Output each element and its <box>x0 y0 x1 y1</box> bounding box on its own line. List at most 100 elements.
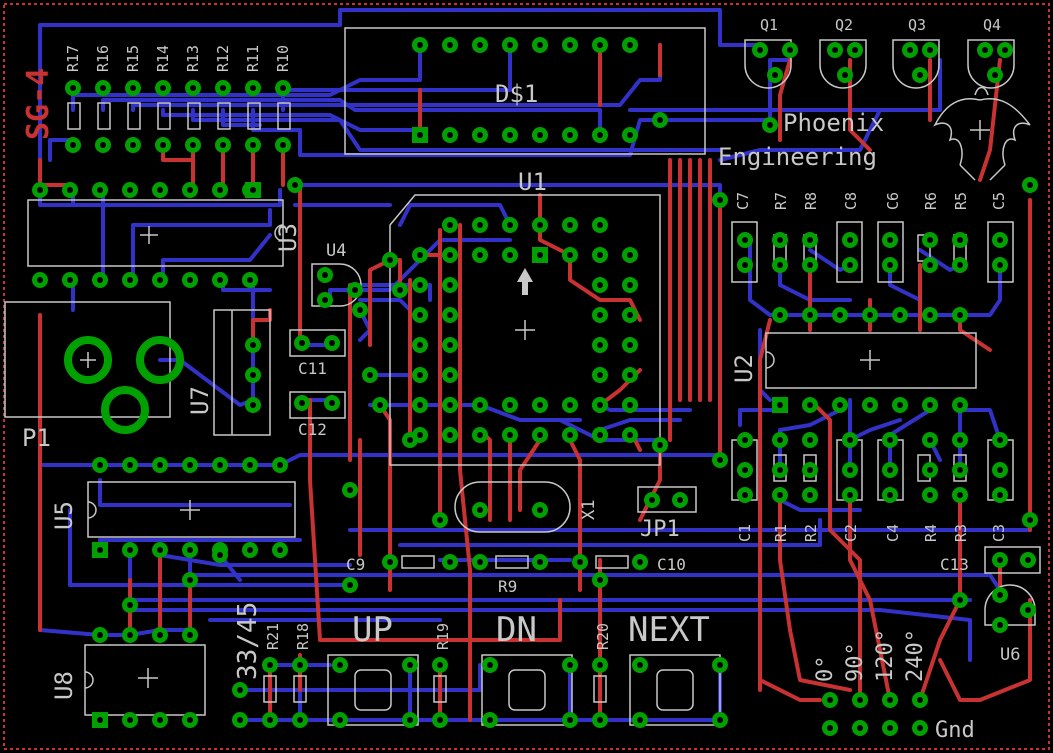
pad-drill <box>867 402 873 408</box>
pad-drill <box>417 312 423 318</box>
pad-drill <box>217 187 223 193</box>
pad-drill <box>627 342 633 348</box>
phoenix-logo-icon <box>933 86 1031 181</box>
label-r2: R2 <box>802 524 820 542</box>
pad-drill <box>847 492 853 498</box>
pad-drill <box>927 47 933 53</box>
pad-drill <box>437 717 443 723</box>
pad-drill <box>917 725 923 731</box>
pad-drill <box>847 437 853 443</box>
pad-drill <box>187 547 193 553</box>
pad-drill <box>160 142 166 148</box>
pad-drill <box>537 252 543 258</box>
pads <box>32 37 1038 736</box>
pad-drill <box>807 312 813 318</box>
pad-drill <box>597 252 603 258</box>
pad-drill <box>157 547 163 553</box>
pad-drill <box>537 402 543 408</box>
label-u3: U3 <box>274 223 302 252</box>
pad-drill <box>447 42 453 48</box>
label-c4: C4 <box>884 524 902 542</box>
pad-drill <box>477 42 483 48</box>
label-c5: C5 <box>990 192 1008 210</box>
label-u8: U8 <box>50 671 78 700</box>
label-r3: R3 <box>952 524 970 542</box>
pad-drill <box>847 467 853 473</box>
pad-drill <box>627 282 633 288</box>
label-c1: C1 <box>736 524 754 542</box>
pad-drill <box>250 402 256 408</box>
pad-drill <box>567 132 573 138</box>
pad-drill <box>927 492 933 498</box>
pad-drill <box>507 252 513 258</box>
pad-drill <box>447 559 453 565</box>
label-r6: R6 <box>922 192 940 210</box>
pad-drill <box>507 42 513 48</box>
pad-drill <box>927 402 933 408</box>
label-r1: R1 <box>772 524 790 542</box>
orientation-arrow-icon <box>517 268 533 295</box>
pad-drill <box>1025 607 1031 613</box>
pad-drill <box>997 557 1003 563</box>
pad-drill <box>250 85 256 91</box>
pad-drill <box>867 312 873 318</box>
company-line2: Engineering <box>718 143 877 171</box>
pad-drill <box>597 662 603 668</box>
pad-drill <box>297 717 303 723</box>
pad-drill <box>537 507 543 513</box>
label-u5: U5 <box>50 501 78 530</box>
pad-drill <box>487 717 493 723</box>
pad-drill <box>997 592 1003 598</box>
pad-drill <box>70 142 76 148</box>
board-outline <box>3 3 1050 750</box>
pad-drill <box>187 577 193 583</box>
pad-drill <box>247 547 253 553</box>
pad-drill <box>299 340 305 346</box>
label-r9: R9 <box>498 577 517 596</box>
label-q4: Q4 <box>983 16 1001 34</box>
pad-drill <box>447 222 453 228</box>
pad-drill <box>957 492 963 498</box>
label-q1: Q1 <box>760 16 778 34</box>
label-p1: P1 <box>22 424 51 452</box>
label-u6: U6 <box>1000 645 1020 665</box>
pad-drill <box>417 282 423 288</box>
pad-drill <box>37 187 43 193</box>
pad-drill <box>842 72 848 78</box>
pad-drill <box>807 262 813 268</box>
pad-drill <box>1027 517 1033 523</box>
pad-drill <box>777 312 783 318</box>
pad-drill <box>157 462 163 468</box>
pad-drill <box>97 547 103 553</box>
pad-drill <box>352 287 358 293</box>
pad-drill <box>537 222 543 228</box>
label-u4: U4 <box>326 241 346 261</box>
board-labels: SG-4 Phoenix Engineering R17 R16 R15 R14… <box>21 16 1020 743</box>
centroid-marks <box>138 120 990 688</box>
pad-drill <box>767 122 773 128</box>
pad-drill <box>447 252 453 258</box>
pad-drill <box>299 400 305 406</box>
pad-drill <box>347 487 353 493</box>
pad-drill <box>447 282 453 288</box>
pad-drill <box>957 597 963 603</box>
pad-drill <box>407 662 413 668</box>
pad-drill <box>187 187 193 193</box>
label-x1: X1 <box>579 500 599 520</box>
pad-drill <box>567 662 573 668</box>
pad-drill <box>187 462 193 468</box>
pad-drill <box>1027 182 1033 188</box>
pad-drill <box>777 492 783 498</box>
pad-drill <box>157 717 163 723</box>
pad-drill <box>127 717 133 723</box>
pad-drill <box>649 497 655 503</box>
pad-drill <box>887 237 893 243</box>
pad-drill <box>997 262 1003 268</box>
pad-drill <box>247 277 253 283</box>
pad-drill <box>477 559 483 565</box>
pad-drill <box>997 437 1003 443</box>
pad-drill <box>577 559 583 565</box>
pad-drill <box>927 262 933 268</box>
pad-drill <box>637 662 643 668</box>
label-c8: C8 <box>842 192 860 210</box>
